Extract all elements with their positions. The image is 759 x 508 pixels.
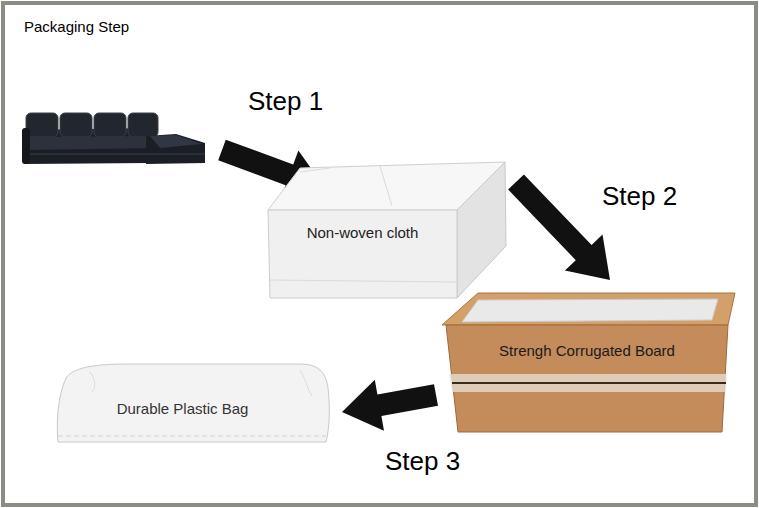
- sofa-back: [26, 113, 58, 137]
- carton-picture: [442, 293, 735, 432]
- step-label: Step 1: [248, 86, 323, 117]
- sofa-back: [60, 113, 92, 137]
- package-label: Non-woven cloth: [268, 224, 457, 242]
- step-arrow: [508, 174, 610, 280]
- sofa-back: [94, 113, 126, 137]
- package-box: Non-woven cloth: [268, 162, 508, 299]
- step-label: Step 2: [600, 181, 679, 212]
- bag-box: Durable Plastic Bag: [55, 362, 330, 447]
- bag-hem: [58, 436, 326, 437]
- package-label: Durable Plastic Bag: [55, 400, 310, 418]
- carton-box: Strengh Corrugated Board: [440, 290, 737, 433]
- sofa-chaise-top: [150, 135, 202, 148]
- carton-wrap: [449, 374, 727, 392]
- step-arrow: [342, 380, 438, 431]
- carton-top: [442, 293, 735, 325]
- sofa-back: [128, 113, 158, 137]
- sofa-arm: [22, 128, 30, 164]
- carton-strap: [452, 382, 726, 384]
- sofa-seam: [24, 154, 205, 155]
- package-front: [268, 210, 457, 298]
- bag-fold: [90, 370, 312, 396]
- diagram-title: Packaging Step: [24, 18, 129, 35]
- package-label: Strengh Corrugated Board: [446, 342, 728, 360]
- frame: [3, 3, 756, 505]
- sofa-picture: [22, 113, 205, 164]
- sofa-seat: [24, 136, 162, 150]
- carton-front: [446, 325, 728, 432]
- package-side: [457, 162, 506, 298]
- step-label: Step 3: [383, 446, 462, 477]
- cloth-package-picture: [268, 162, 506, 298]
- sofa-chaise: [146, 134, 205, 164]
- carton-plastic: [462, 299, 718, 322]
